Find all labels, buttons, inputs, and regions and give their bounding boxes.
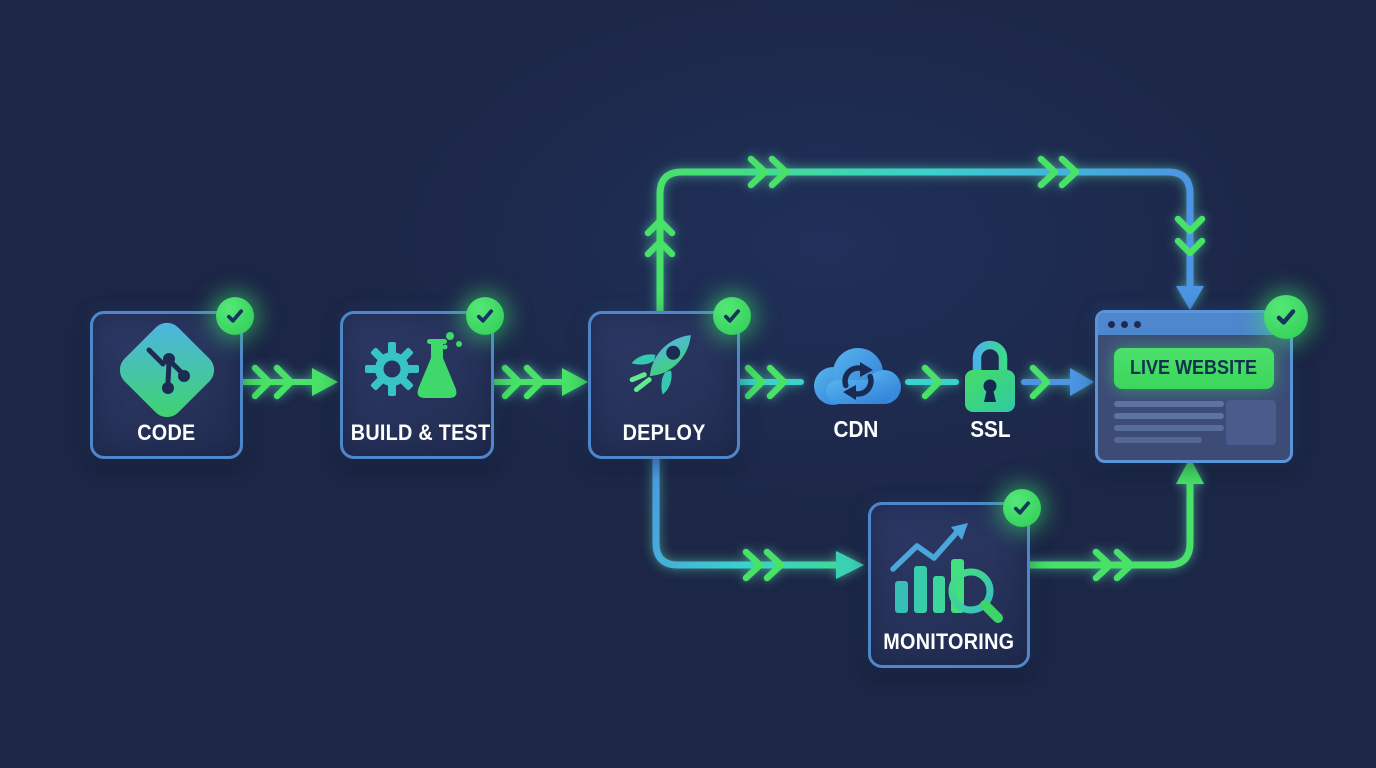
cloud-sync-icon (814, 348, 901, 405)
node-build-test-label: BUILD & TEST (350, 420, 491, 445)
content-line (1114, 413, 1224, 419)
trend-line-icon (890, 529, 960, 572)
git-icon (113, 316, 221, 424)
code-complete-badge (216, 297, 254, 335)
checkmark-icon (226, 309, 244, 323)
deploy-complete-badge (713, 297, 751, 335)
live-website-complete-badge (1264, 295, 1308, 339)
monitoring-complete-badge (1003, 489, 1041, 527)
flask-icon (417, 332, 462, 398)
cdn-label: CDN (833, 416, 879, 442)
sync-arrows-icon (842, 365, 874, 397)
rocket-icon (629, 335, 691, 395)
arrow-deploy-to-livewebsite-top (644, 155, 1206, 318)
arrow-build-to-deploy (487, 364, 588, 400)
checkmark-icon (1013, 501, 1031, 515)
content-thumbnail (1226, 400, 1276, 445)
arrow-deploy-to-monitoring (652, 451, 864, 582)
arrow-deploy-to-cdn (734, 364, 804, 400)
live-website-banner: LIVE WEBSITE (1114, 348, 1274, 389)
window-dot-icon (1108, 320, 1115, 328)
node-monitoring: MONITORING (868, 489, 1041, 668)
gear-flask-icon (365, 332, 462, 398)
cdn-label-wrap: CDN (800, 416, 912, 443)
bar-chart-icon (895, 559, 964, 613)
node-deploy-label: DEPLOY (622, 420, 706, 445)
magnifier-icon (948, 568, 1003, 623)
git-branch-glyph (146, 347, 190, 394)
checkmark-icon (723, 309, 741, 323)
checkmark-icon (476, 309, 494, 323)
arrow-monitoring-to-livewebsite (1023, 458, 1204, 582)
node-deploy: DEPLOY (588, 297, 751, 459)
ssl-label: SSL (969, 416, 1011, 442)
arrow-ssl-to-livewebsite (1021, 364, 1094, 400)
node-live-website: LIVE WEBSITE (1095, 295, 1308, 463)
browser-title-bar (1098, 313, 1290, 335)
gear-icon (365, 342, 419, 396)
window-dot-icon (1134, 320, 1141, 328)
live-website-label: LIVE WEBSITE (1130, 357, 1258, 379)
content-line (1114, 425, 1224, 431)
window-dot-icon (1121, 320, 1128, 328)
checkmark-icon (1276, 309, 1296, 325)
node-code: CODE (90, 297, 254, 459)
content-line (1114, 437, 1202, 443)
padlock-icon (965, 340, 1015, 412)
content-line (1114, 401, 1224, 407)
build-complete-badge (466, 297, 504, 335)
arrow-cdn-to-ssl (905, 364, 959, 400)
chart-magnifier-icon (890, 523, 1003, 623)
node-monitoring-label: MONITORING (883, 629, 1015, 654)
node-code-label: CODE (137, 420, 196, 445)
node-build-test: BUILD & TEST (340, 297, 504, 459)
ssl-label-wrap: SSL (950, 416, 1030, 443)
arrow-code-to-build (237, 364, 338, 400)
